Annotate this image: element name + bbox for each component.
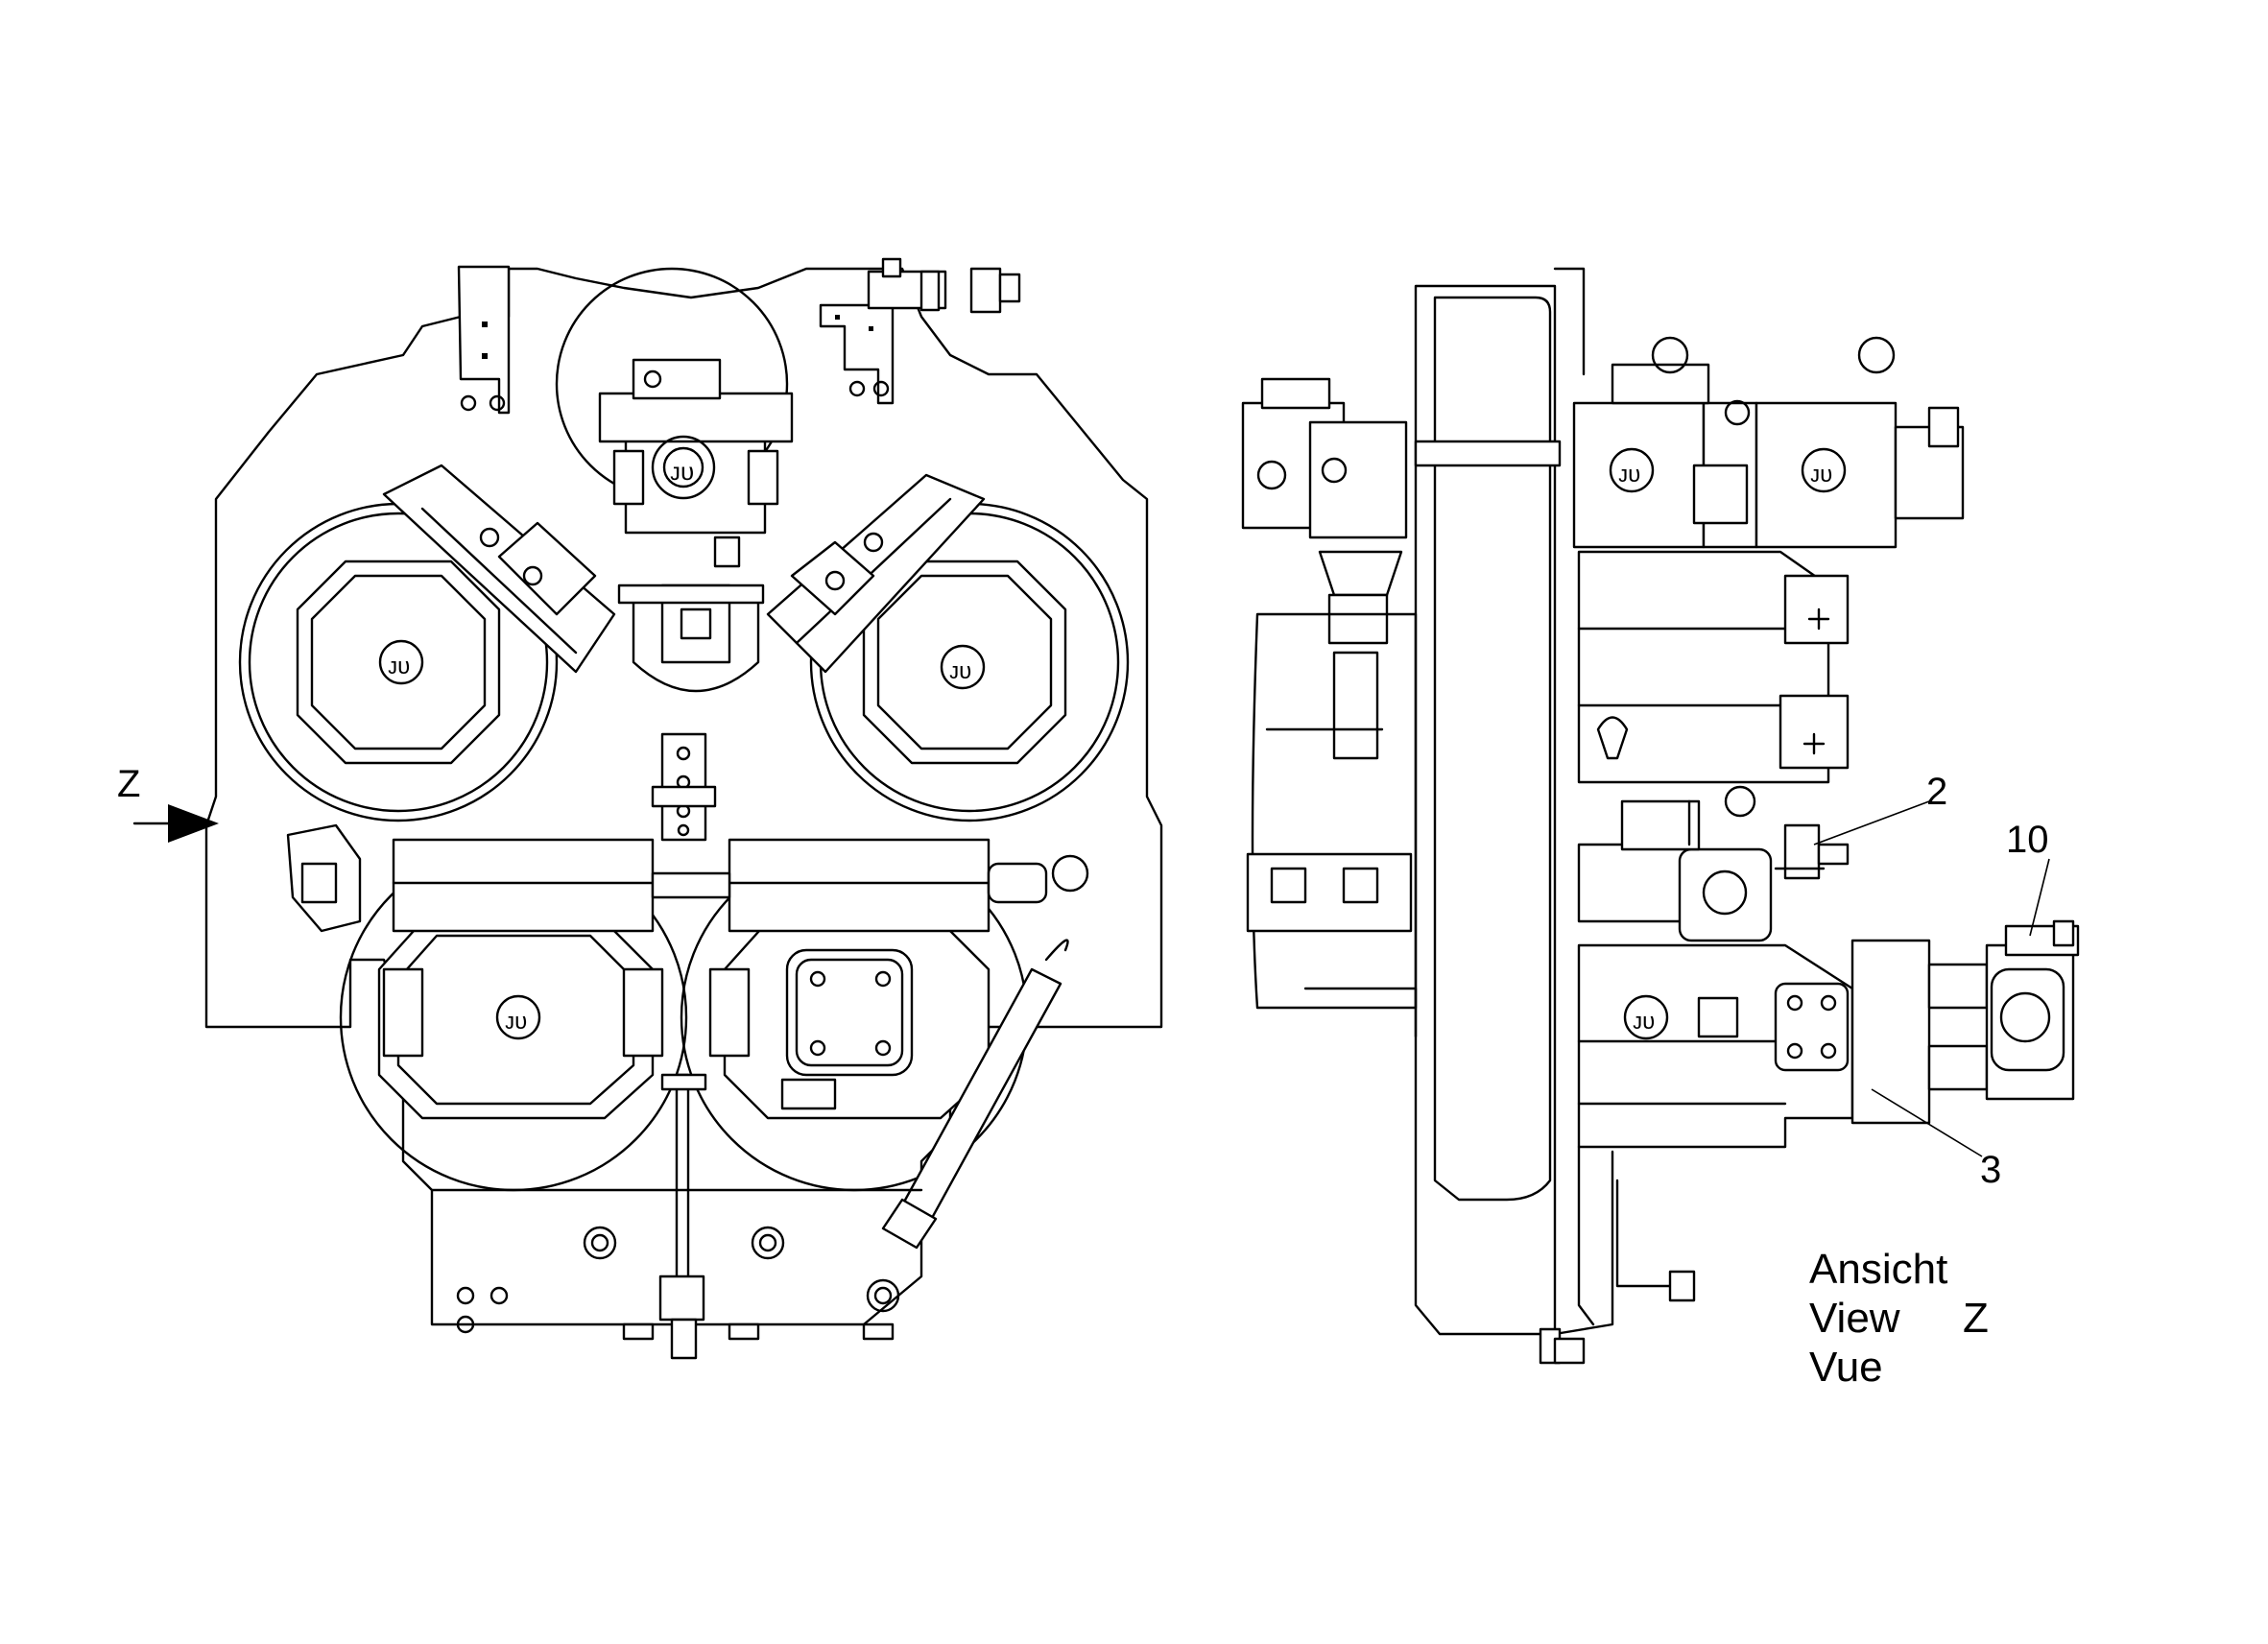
upper-right-pump-octagon bbox=[862, 560, 1067, 765]
side-middle-pump bbox=[1577, 550, 1830, 784]
upper-left-pump-logo: ᴊᴜ bbox=[388, 654, 410, 679]
arrow-head bbox=[168, 804, 219, 843]
callout-2-leader bbox=[1813, 800, 1930, 846]
lower-right-pump-cover bbox=[785, 948, 914, 1077]
base-bolt-2 bbox=[751, 1226, 785, 1260]
side-bottom-pump-logo: ᴊᴜ bbox=[1633, 1009, 1655, 1035]
front-view: ᴊᴜ ᴊᴜ ᴊᴜ bbox=[204, 257, 1163, 1360]
base-bolt-3 bbox=[866, 1278, 900, 1313]
view-direction-arrow: Z bbox=[117, 763, 219, 843]
upper-pump-logo: ᴊᴜ bbox=[670, 457, 694, 486]
caption-line-view: View bbox=[1809, 1295, 1900, 1342]
caption-view-letter: Z bbox=[1963, 1295, 1989, 1342]
right-mounting-bracket bbox=[819, 303, 895, 405]
vertical-rod bbox=[675, 1073, 690, 1288]
callout-10: 10 bbox=[2006, 819, 2049, 861]
side-housing-column bbox=[1414, 284, 1557, 1336]
side-upper-pump-1 bbox=[1572, 401, 1706, 549]
side-view: ᴊᴜ ᴊᴜ 2 ᴊᴜ bbox=[1241, 267, 2080, 1365]
side-upper-pump-2-logo: ᴊᴜ bbox=[1810, 462, 1832, 488]
upper-right-control-block bbox=[766, 473, 986, 674]
callout-3-leader bbox=[1871, 1088, 1983, 1157]
view-caption: Ansicht View Z Vue bbox=[1809, 1246, 1989, 1391]
upper-left-pump-octagon bbox=[296, 560, 501, 765]
side-lower-pump-block bbox=[1577, 843, 1691, 923]
upper-right-pump-logo: ᴊᴜ bbox=[949, 658, 971, 684]
callout-3: 3 bbox=[1980, 1149, 2001, 1191]
left-mounting-bracket bbox=[457, 265, 511, 415]
base-bolt-1 bbox=[583, 1226, 617, 1260]
side-upper-pump-1-logo: ᴊᴜ bbox=[1618, 462, 1640, 488]
callout-2: 2 bbox=[1926, 771, 1947, 813]
view-arrow-letter: Z bbox=[117, 763, 140, 805]
lower-left-pump-logo: ᴊᴜ bbox=[505, 1009, 527, 1035]
caption-line-ansicht: Ansicht bbox=[1809, 1246, 1947, 1293]
callout-10-leader bbox=[2029, 858, 2050, 937]
lower-left-pump-body bbox=[377, 919, 655, 1120]
upper-left-control-block bbox=[382, 464, 616, 674]
side-tandem-pump bbox=[1850, 939, 1931, 1125]
caption-line-vue: Vue bbox=[1809, 1344, 1883, 1391]
side-upper-pump-2 bbox=[1755, 401, 1898, 549]
